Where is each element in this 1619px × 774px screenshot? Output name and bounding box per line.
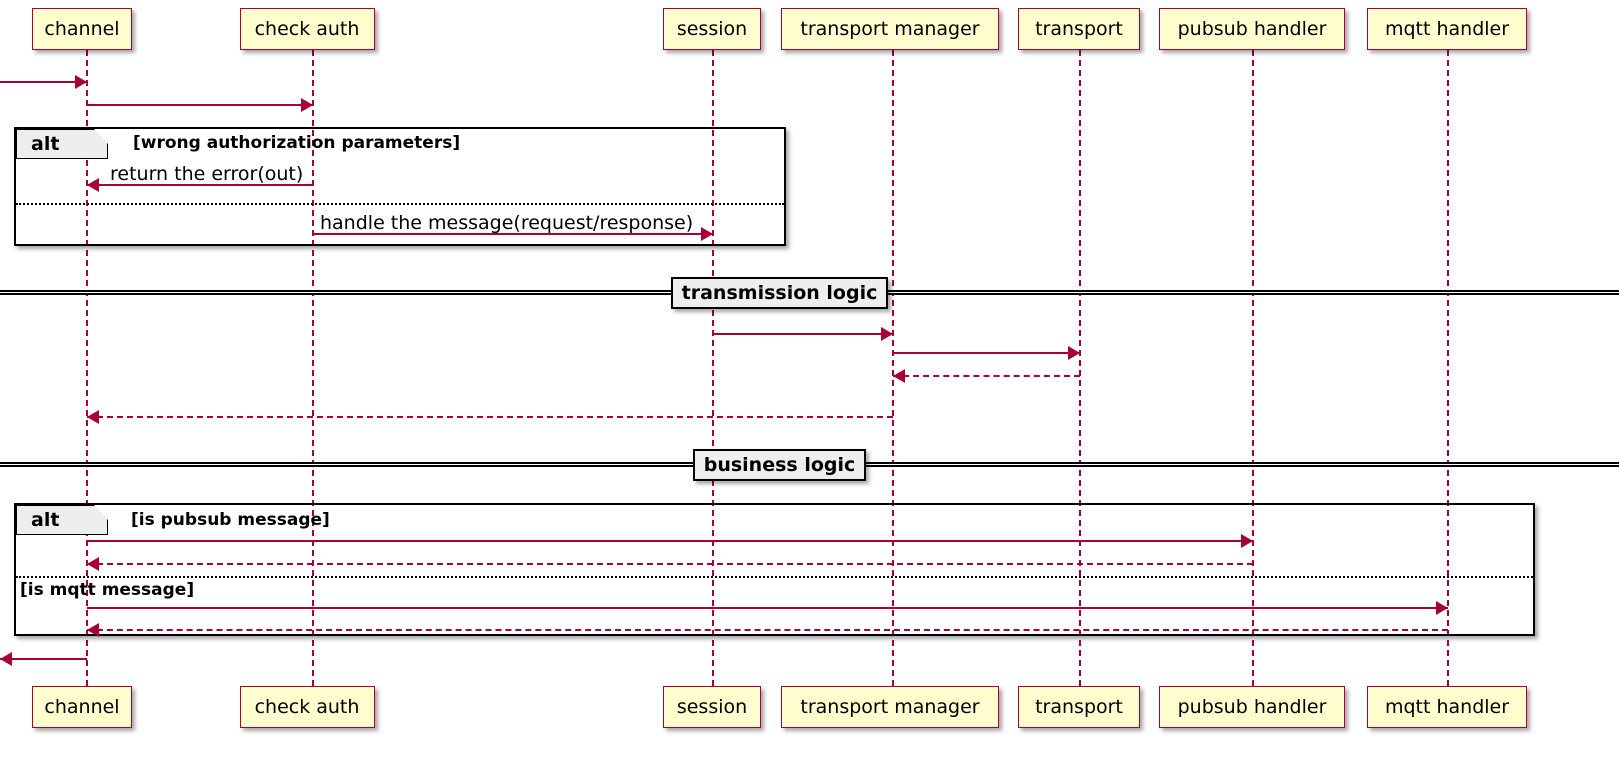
participant-label: transport [1035, 696, 1123, 718]
group-keyword-alt_business: alt [16, 505, 108, 535]
message-line-m8 [87, 416, 893, 418]
group-condition-alt_business-0: [is pubsub message] [131, 510, 330, 530]
participant-check_auth-top[interactable]: check auth [239, 8, 375, 50]
participant-pubsub_handler-bottom[interactable]: pubsub handler [1159, 686, 1345, 728]
participant-label: pubsub handler [1177, 18, 1327, 40]
divider_business: business logic [693, 449, 866, 481]
message-arrowhead-m12 [87, 623, 99, 637]
message-line-m1 [0, 81, 87, 83]
lifeline-session [712, 50, 714, 686]
participant-label: check auth [254, 696, 360, 718]
participant-mqtt_handler-bottom[interactable]: mqtt handler [1367, 686, 1527, 728]
message-arrowhead-m6 [1068, 346, 1080, 360]
divider_transmission-line-right [888, 290, 1619, 295]
message-arrowhead-m4 [701, 227, 713, 241]
message-line-m11 [87, 607, 1448, 609]
group-else-divider-alt_auth-0 [16, 203, 784, 205]
message-arrowhead-m11 [1436, 601, 1448, 615]
message-line-m5 [713, 333, 893, 335]
divider-label: transmission logic [681, 282, 878, 304]
group-condition-alt_auth-0: [wrong authorization parameters] [133, 133, 461, 153]
divider-label: business logic [703, 454, 856, 476]
participant-label: session [676, 18, 748, 40]
message-line-m4 [313, 233, 713, 235]
participant-pubsub_handler-top[interactable]: pubsub handler [1159, 8, 1345, 50]
message-line-m7 [893, 375, 1080, 377]
group-keyword-alt_auth: alt [16, 129, 108, 159]
divider_business-line-right [866, 462, 1619, 467]
participant-session-top[interactable]: session [663, 8, 761, 50]
message-label-m4: handle the message(request/response) [320, 212, 694, 234]
message-line-m13 [0, 658, 87, 660]
message-line-m3 [87, 184, 313, 186]
participant-transport-top[interactable]: transport [1018, 8, 1140, 50]
message-line-m12 [87, 629, 1448, 631]
message-label-m3: return the error(out) [110, 163, 304, 185]
lifeline-mqtt_handler [1447, 50, 1449, 686]
message-arrowhead-m9 [1241, 534, 1253, 548]
group-else-condition-alt_business-0: [is mqtt message] [20, 580, 195, 600]
message-arrowhead-m2 [301, 98, 313, 112]
participant-label: transport manager [800, 696, 980, 718]
message-line-m10 [87, 563, 1253, 565]
divider_business-line-left [0, 462, 693, 467]
participant-transport-bottom[interactable]: transport [1018, 686, 1140, 728]
participant-label: pubsub handler [1177, 696, 1327, 718]
message-arrowhead-m7 [893, 369, 905, 383]
participant-transport_manager-top[interactable]: transport manager [781, 8, 999, 50]
participant-channel-top[interactable]: channel [32, 8, 132, 50]
participant-label: session [676, 696, 748, 718]
lifeline-check_auth [312, 50, 314, 686]
group-frame-alt_business [14, 503, 1535, 636]
message-line-m6 [893, 352, 1080, 354]
participant-label: transport manager [800, 18, 980, 40]
message-arrowhead-m1 [75, 75, 87, 89]
lifeline-pubsub_handler [1252, 50, 1254, 686]
participant-mqtt_handler-top[interactable]: mqtt handler [1367, 8, 1527, 50]
participant-label: mqtt handler [1384, 18, 1510, 40]
group-keyword-label: alt [31, 133, 60, 155]
participant-transport_manager-bottom[interactable]: transport manager [781, 686, 999, 728]
participant-check_auth-bottom[interactable]: check auth [239, 686, 375, 728]
participant-label: check auth [254, 18, 360, 40]
participant-label: mqtt handler [1384, 696, 1510, 718]
message-arrowhead-m10 [87, 557, 99, 571]
group-else-divider-alt_business-0 [16, 576, 1533, 578]
lifeline-transport [1079, 50, 1081, 686]
message-line-m9 [87, 540, 1253, 542]
participant-session-bottom[interactable]: session [663, 686, 761, 728]
group-frame-alt_auth [14, 127, 786, 246]
divider_transmission-line-left [0, 290, 671, 295]
message-arrowhead-m3 [87, 178, 99, 192]
divider_transmission: transmission logic [671, 277, 888, 309]
participant-label: channel [44, 18, 120, 40]
participant-label: channel [44, 696, 120, 718]
message-arrowhead-m5 [881, 327, 893, 341]
message-line-m2 [87, 104, 313, 106]
participant-channel-bottom[interactable]: channel [32, 686, 132, 728]
lifeline-transport_manager [892, 50, 894, 686]
message-arrowhead-m13 [0, 652, 12, 666]
lifeline-channel [86, 50, 88, 686]
participant-label: transport [1035, 18, 1123, 40]
group-keyword-label: alt [31, 509, 60, 531]
message-arrowhead-m8 [87, 410, 99, 424]
